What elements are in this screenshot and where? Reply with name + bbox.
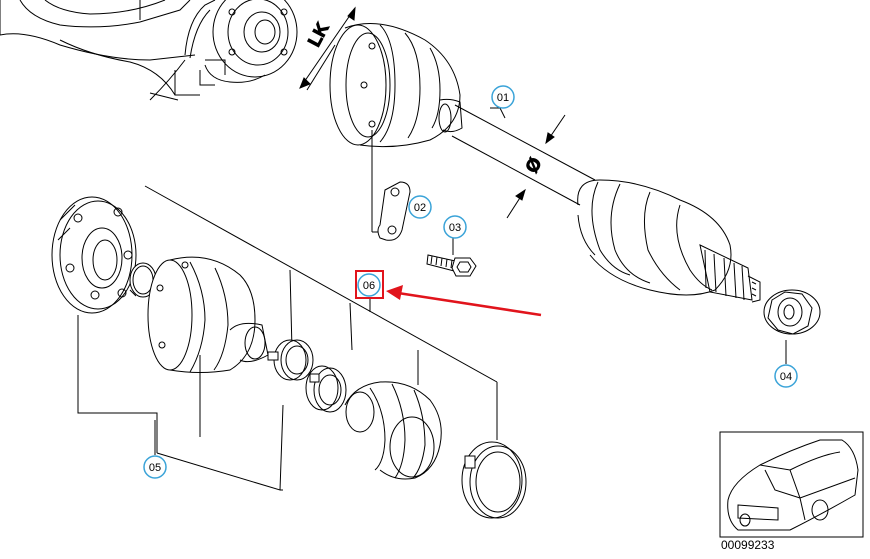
drive-shaft-assembly xyxy=(329,23,761,303)
drawing-number: 00099233 xyxy=(721,538,775,552)
pointer-arrow-icon xyxy=(386,285,542,317)
callout-06-highlighted[interactable]: 06 xyxy=(355,270,384,312)
diameter-label: Ø xyxy=(521,154,545,176)
callout-02[interactable]: 02 xyxy=(408,195,432,219)
callout-04-label: 04 xyxy=(780,371,792,383)
diameter-dimension: Ø xyxy=(506,114,566,219)
callout-03[interactable]: 03 xyxy=(443,215,467,239)
part-02-bracket xyxy=(377,181,411,241)
lk-label: LK xyxy=(304,19,333,50)
callout-04[interactable]: 04 xyxy=(774,364,798,388)
callout-01-label: 01 xyxy=(497,92,509,104)
callout-05-label: 05 xyxy=(149,462,161,474)
differential-housing xyxy=(0,0,298,101)
callout-05[interactable]: 05 xyxy=(143,420,167,479)
exploded-kit xyxy=(51,185,527,519)
part-04-nut xyxy=(763,289,821,335)
callout-01[interactable]: 01 xyxy=(491,85,515,109)
callout-06-label: 06 xyxy=(363,280,375,292)
part-03-bolt xyxy=(426,254,477,277)
callout-03-label: 03 xyxy=(449,222,461,234)
leader-lines xyxy=(371,107,787,364)
car-thumbnail-icon xyxy=(719,431,864,538)
callout-02-label: 02 xyxy=(414,202,426,214)
